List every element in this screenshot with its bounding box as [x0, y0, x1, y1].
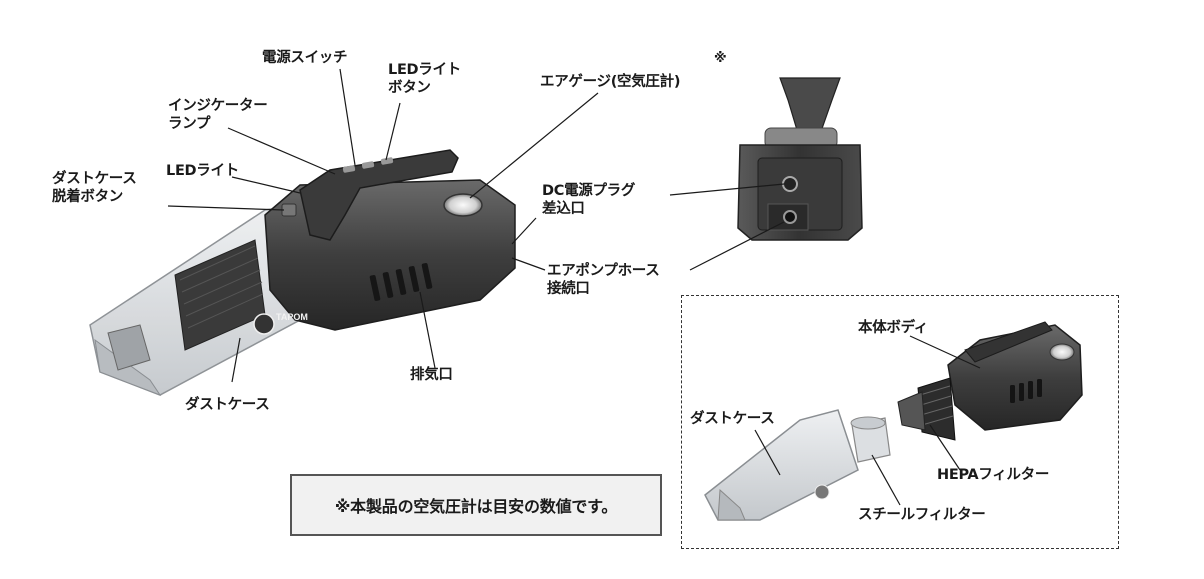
- label-indicator-line2: ランプ: [168, 116, 211, 132]
- label-steel-filter: スチールフィルター: [858, 507, 986, 523]
- label-air-gauge: エアゲージ(空気圧計): [540, 74, 681, 90]
- label-led-light: LEDライト: [166, 163, 239, 179]
- label-indicator-line1: インジケーター: [168, 98, 268, 114]
- label-dc-plug-line1: DC電源プラグ: [542, 183, 636, 199]
- air-gauge-dial: [443, 193, 483, 217]
- nozzle-tip: [107, 324, 151, 371]
- note-text: ※本製品の空気圧計は目安の数値です。: [334, 497, 618, 516]
- label-air-gauge-note-mark: ※: [714, 51, 727, 66]
- side-view: [737, 77, 863, 241]
- exploded-view-frame: [681, 295, 1119, 549]
- dc-jack: [782, 176, 798, 192]
- exploded-view: [704, 321, 1083, 521]
- leader-lines: [167, 68, 981, 506]
- label-exhaust: 排気口: [410, 367, 453, 383]
- label-air-hose-line1: エアポンプホース: [547, 263, 660, 279]
- main-vacuum: TAPOM: [89, 149, 516, 397]
- note-box: ※本製品の空気圧計は目安の数値です。: [290, 474, 662, 536]
- label-body: 本体ボディ: [858, 320, 928, 336]
- label-dust-case-exploded: ダストケース: [690, 411, 775, 427]
- exhaust-vents: [369, 263, 433, 301]
- label-air-hose-line2: 接続口: [547, 281, 590, 297]
- label-dust-release-line1: ダストケース: [52, 171, 137, 187]
- logo-text: TAPOM: [276, 312, 308, 322]
- label-led-button-line1: LEDライト: [388, 62, 461, 78]
- label-dc-plug-line2: 差込口: [542, 201, 585, 217]
- label-dust-release-line2: 脱着ボタン: [52, 189, 123, 205]
- logo-badge: [253, 313, 275, 335]
- label-led-button-line2: ボタン: [388, 80, 431, 96]
- label-hepa-filter: HEPAフィルター: [937, 467, 1050, 483]
- label-dust-case: ダストケース: [185, 397, 270, 413]
- hose-port: [783, 210, 797, 224]
- label-power-switch: 電源スイッチ: [262, 50, 348, 66]
